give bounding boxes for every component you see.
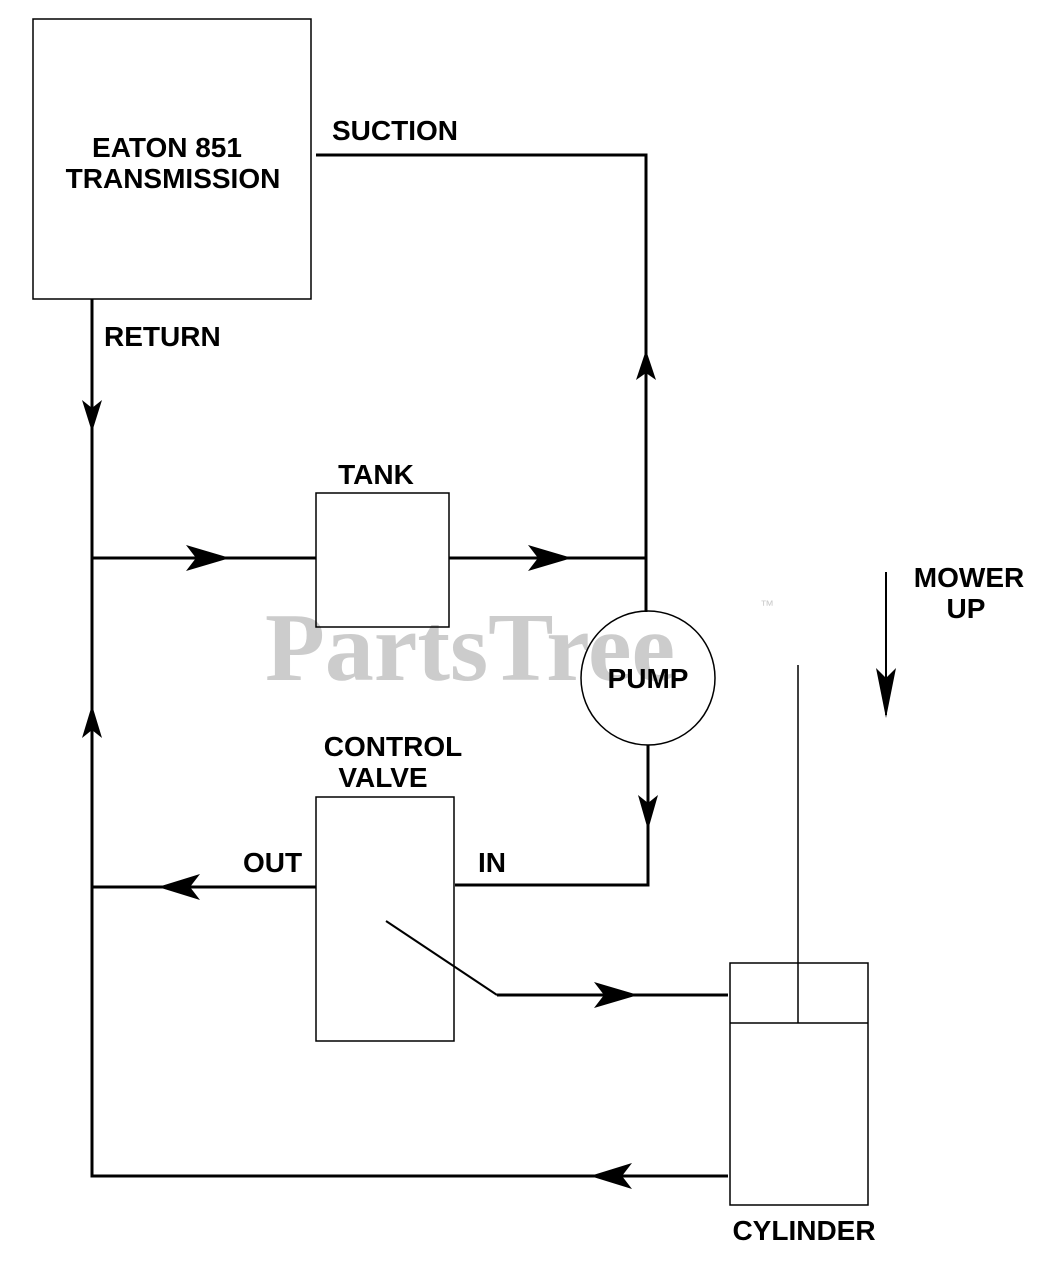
return-line: RETURN [82, 299, 728, 1189]
control-valve-label-line2: VALVE [338, 762, 427, 793]
control-valve-box [315, 796, 455, 1042]
return-down-arrow [82, 400, 102, 432]
watermark-text: PartsTree [265, 594, 675, 702]
tank-outlet-arrow [528, 545, 572, 571]
transmission-label-line1: EATON 851 [92, 132, 242, 163]
mower-up-label-line2: UP [947, 593, 986, 624]
valve-out-arrow [158, 874, 200, 900]
suction-pipe [316, 153, 648, 612]
cylinder-label: CYLINDER [732, 1215, 875, 1246]
control-valve-label-line1: CONTROL [324, 731, 462, 762]
cylinder-block: CYLINDER [729, 665, 876, 1246]
pump-outlet-arrow [638, 795, 658, 830]
tank-inlet-arrow [186, 545, 230, 571]
cylinder-return-arrow [590, 1163, 632, 1189]
suction-label: SUCTION [332, 115, 458, 146]
in-label: IN [478, 847, 506, 878]
out-label: OUT [243, 847, 302, 878]
return-up-arrow [82, 705, 102, 738]
pump-block: PUMP [455, 610, 716, 887]
mower-up-arrow [876, 668, 896, 718]
return-pipe [90, 299, 728, 1178]
transmission-block: EATON 851 TRANSMISSION [32, 18, 312, 300]
tank-block: TANK [92, 459, 646, 628]
valve-to-cylinder-arrow [594, 982, 638, 1008]
valve-spool-line [385, 920, 498, 996]
cylinder-box [729, 962, 869, 1206]
transmission-label-line2: TRANSMISSION [66, 163, 281, 194]
return-label: RETURN [104, 321, 221, 352]
control-valve-block: CONTROL VALVE IN OUT [92, 731, 728, 1042]
pump-label: PUMP [608, 663, 689, 694]
tank-label: TANK [338, 459, 414, 490]
suction-line: SUCTION [316, 115, 656, 612]
mower-up-indicator: MOWER UP [876, 562, 1024, 718]
watermark-trademark: ™ [760, 597, 774, 613]
pump-outlet-pipe [455, 745, 650, 887]
suction-flow-arrow [636, 350, 656, 380]
tank-box [315, 492, 450, 628]
transmission-box [32, 18, 312, 300]
mower-up-label-line1: MOWER [914, 562, 1024, 593]
